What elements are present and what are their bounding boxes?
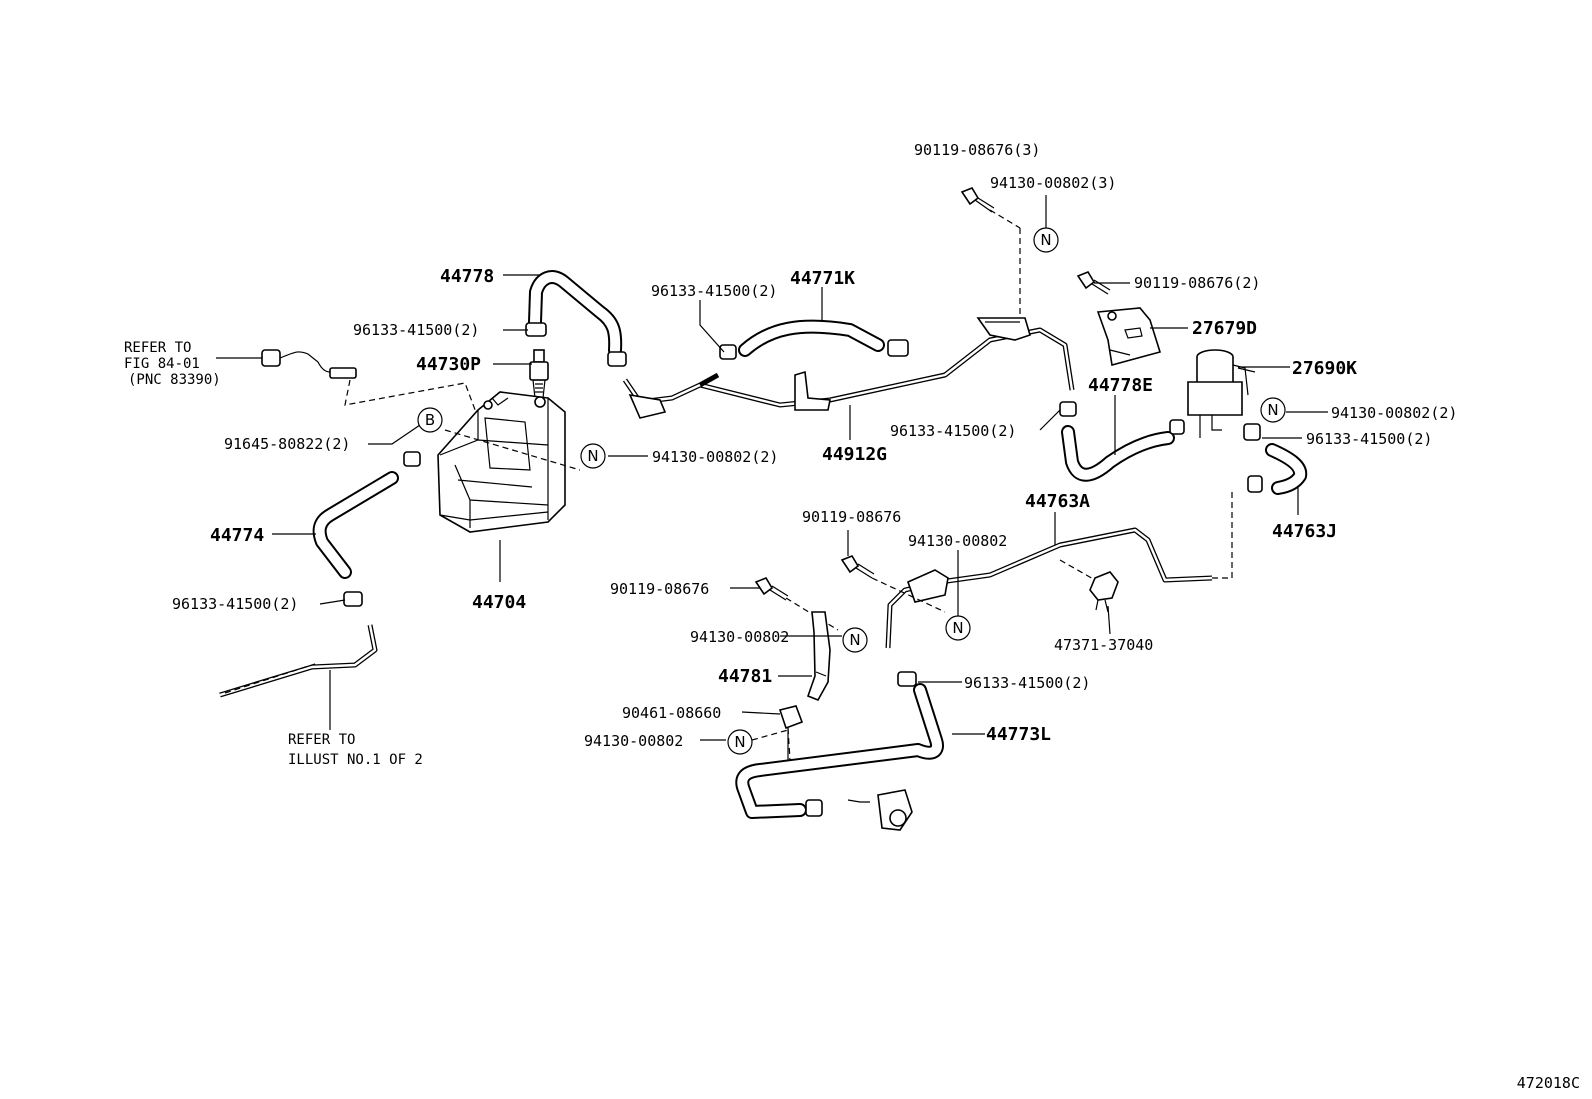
label-44778: 44778	[440, 266, 494, 287]
svg-text:N: N	[587, 447, 598, 465]
n-symbol: N	[1033, 227, 1059, 253]
bolt	[840, 555, 946, 613]
n-symbol: N	[1260, 397, 1286, 423]
hose-clip	[897, 671, 917, 687]
label-94130-c: 94130-00802(2)	[1331, 404, 1457, 422]
pipe-44912g	[622, 317, 1075, 419]
valve-44730p	[529, 349, 549, 399]
label-44773l: 44773L	[986, 724, 1051, 745]
svg-text:N: N	[734, 733, 745, 751]
label-27679d: 27679D	[1192, 318, 1257, 339]
hose-clip	[403, 451, 421, 467]
hose-44771k	[738, 319, 885, 357]
b-symbol: B	[417, 407, 443, 433]
hose-44773l	[735, 683, 944, 819]
label-44778e: 44778E	[1088, 375, 1153, 396]
svg-text:B: B	[425, 411, 435, 429]
hose-clip	[525, 322, 627, 367]
label-90119-d: 90119-08676	[610, 580, 709, 598]
label-96133-b: 96133-41500(2)	[172, 595, 298, 613]
label-44781: 44781	[718, 666, 772, 687]
label-44763a: 44763A	[1025, 491, 1090, 512]
lower-left-pipe	[219, 624, 378, 698]
label-94130-d: 94130-00802	[908, 532, 1007, 550]
diagram-id: 472018C	[1517, 1074, 1580, 1092]
label-44730p: 44730P	[416, 354, 481, 375]
bracket-44781	[806, 611, 831, 702]
hose-clip	[887, 339, 909, 357]
label-90119-b: 90119-08676(2)	[1134, 274, 1260, 292]
label-47371: 47371-37040	[1054, 636, 1153, 654]
refer-illust-line1: REFER TO	[288, 732, 355, 748]
label-44763j: 44763J	[1272, 521, 1337, 542]
label-96133-d: 96133-41500(2)	[890, 422, 1016, 440]
n-symbol: N	[945, 615, 971, 641]
label-96133-c: 96133-41500(2)	[651, 282, 777, 300]
label-44774: 44774	[210, 525, 264, 546]
svg-text:N: N	[849, 631, 860, 649]
refer-fig-line2: FIG 84-01	[124, 356, 200, 372]
label-44912g: 44912G	[822, 444, 887, 465]
refer-illust-line2: ILLUST NO.1 OF 2	[288, 752, 423, 768]
n-symbol: N	[727, 729, 753, 755]
vsv-27690k	[1187, 349, 1256, 438]
svg-text:N: N	[1267, 401, 1278, 419]
svg-text:N: N	[1040, 231, 1051, 249]
label-94130-f: 94130-00802	[584, 732, 683, 750]
label-90461: 90461-08660	[622, 704, 721, 722]
hose-clip	[1243, 423, 1261, 441]
hose-44763j	[1265, 443, 1308, 495]
hose-clip	[343, 591, 363, 607]
n-symbol: N	[580, 443, 606, 469]
hose-clip	[719, 344, 737, 360]
bolt	[1076, 271, 1111, 295]
label-44704: 44704	[472, 592, 526, 613]
bolt	[960, 187, 1021, 318]
svg-text:N: N	[952, 619, 963, 637]
refer-fig-line1: REFER TO	[124, 340, 191, 356]
label-91645: 91645-80822(2)	[224, 435, 350, 453]
hose-44778e	[1061, 425, 1175, 482]
bracket-27679d	[1096, 307, 1162, 367]
label-94130-a: 94130-00802(2)	[652, 448, 778, 466]
label-27690k: 27690K	[1292, 358, 1357, 379]
hose-44778	[528, 270, 623, 357]
clamp-90461	[778, 705, 804, 761]
grommet	[847, 789, 913, 831]
label-94130-b: 94130-00802(3)	[990, 174, 1116, 192]
label-90119-c: 90119-08676	[802, 508, 901, 526]
hose-44774	[312, 471, 399, 579]
hose-clip	[1247, 475, 1263, 493]
clamp-47371	[1059, 559, 1119, 613]
label-96133-a: 96133-41500(2)	[353, 321, 479, 339]
label-94130-e: 94130-00802	[690, 628, 789, 646]
label-44771k: 44771K	[790, 268, 855, 289]
label-96133-f: 96133-41500(2)	[964, 674, 1090, 692]
sensor-harness	[261, 349, 493, 456]
label-96133-e: 96133-41500(2)	[1306, 430, 1432, 448]
pipe-44763a	[885, 527, 1213, 649]
hose-clip	[805, 799, 823, 817]
n-symbol: N	[842, 627, 868, 653]
refer-fig-line3: (PNC 83390)	[128, 372, 221, 388]
label-90119-a: 90119-08676(3)	[914, 141, 1040, 159]
hose-clip	[1059, 401, 1185, 435]
canister-44704	[437, 391, 566, 533]
